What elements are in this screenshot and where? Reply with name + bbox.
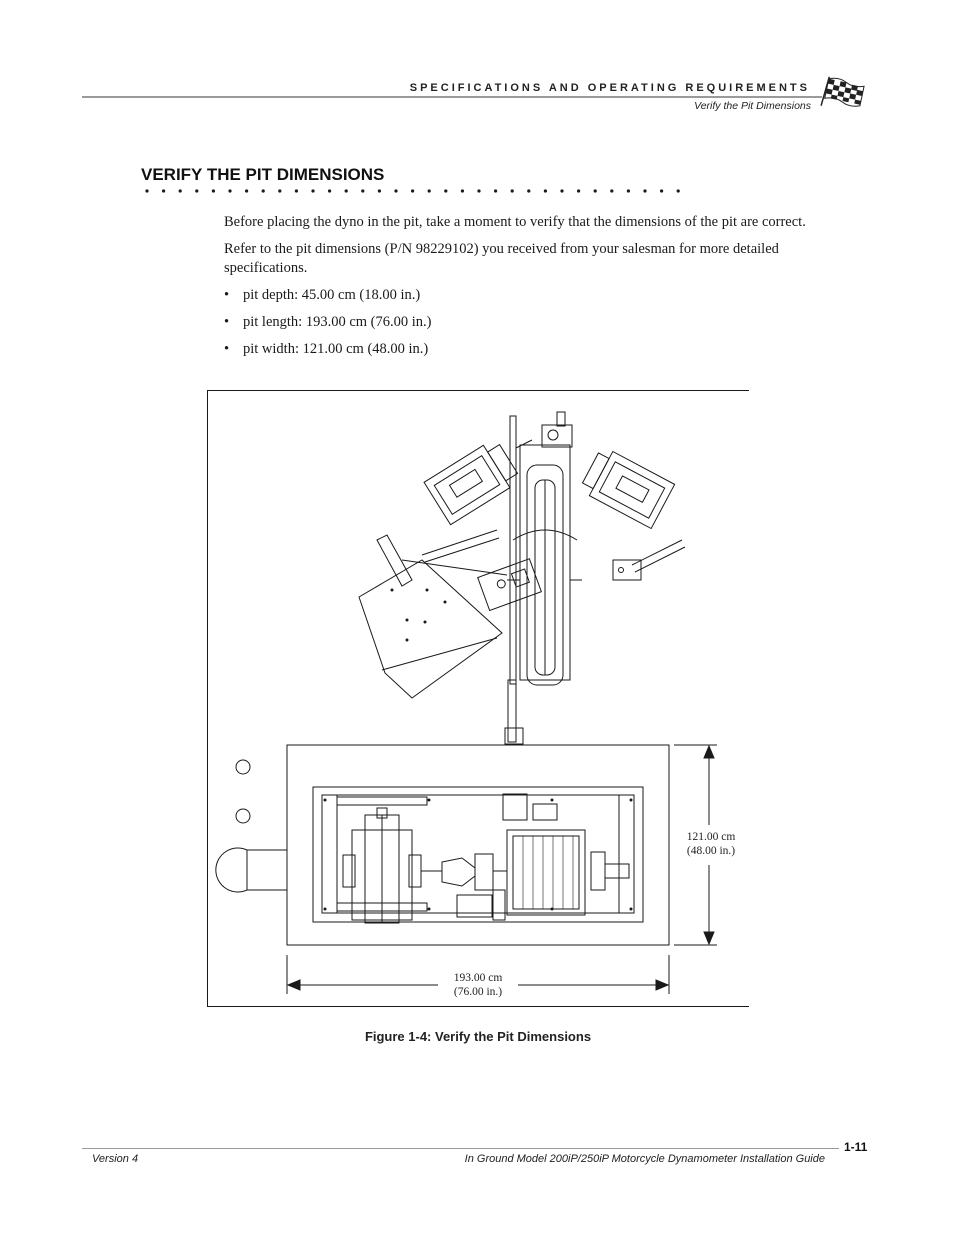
rule-dot bbox=[527, 189, 531, 193]
pit-outline bbox=[286, 744, 670, 946]
rule-dot bbox=[427, 189, 431, 193]
body-text: Before placing the dyno in the pit, take… bbox=[224, 213, 824, 367]
rule-dot bbox=[211, 189, 215, 193]
left-fan-assembly bbox=[376, 443, 519, 587]
rule-dot bbox=[643, 189, 647, 193]
list-item: •pit width: 121.00 cm (48.00 in.) bbox=[224, 341, 429, 357]
rule-dot bbox=[560, 189, 564, 193]
dotted-rule bbox=[145, 189, 680, 193]
section-title: VERIFY THE PIT DIMENSIONS bbox=[141, 165, 385, 184]
rule-dot bbox=[361, 189, 365, 193]
conduit-circle bbox=[235, 759, 251, 775]
rule-dot bbox=[543, 189, 547, 193]
running-subtitle: Verify the Pit Dimensions bbox=[694, 100, 811, 112]
right-fan-assembly bbox=[581, 450, 686, 581]
trench-pipe bbox=[215, 847, 248, 893]
rule-dot bbox=[261, 189, 265, 193]
rule-dot bbox=[195, 189, 199, 193]
footer-version: Version 4 bbox=[92, 1153, 139, 1165]
output-shaft bbox=[590, 851, 630, 891]
rule-dot bbox=[610, 189, 614, 193]
rule-dot bbox=[245, 189, 249, 193]
running-title: SPECIFICATIONS AND OPERATING REQUIREMENT… bbox=[409, 82, 810, 94]
conduit-circle bbox=[235, 808, 251, 824]
intro-paragraph: Before placing the dyno in the pit, take… bbox=[224, 214, 806, 230]
rule-dot bbox=[394, 189, 398, 193]
rule-dot bbox=[626, 189, 630, 193]
pit-dimension-list: •pit depth: 45.00 cm (18.00 in.) •pit le… bbox=[224, 286, 824, 359]
control-cabinet bbox=[358, 558, 542, 699]
footer-rule bbox=[82, 1148, 839, 1149]
rule-dot bbox=[593, 189, 597, 193]
rule-dot bbox=[510, 189, 514, 193]
reference-paragraph: Refer to the pit dimensions (P/N 9822910… bbox=[224, 241, 779, 276]
rule-dot bbox=[676, 189, 680, 193]
rule-dot bbox=[228, 189, 232, 193]
rule-dot bbox=[660, 189, 664, 193]
power-absorption-unit bbox=[456, 793, 586, 921]
rule-dot bbox=[311, 189, 315, 193]
rule-dot bbox=[162, 189, 166, 193]
dyno-frame bbox=[312, 786, 644, 923]
header-rule bbox=[82, 96, 822, 98]
mast-assembly bbox=[504, 415, 533, 745]
rule-dot bbox=[145, 189, 149, 193]
footer-guide-title: In Ground Model 200iP/250iP Motorcycle D… bbox=[464, 1153, 825, 1165]
page-number: 1-11 bbox=[844, 1140, 868, 1154]
figure-caption: Figure 1-4: Verify the Pit Dimensions bbox=[364, 1029, 592, 1044]
list-item: •pit length: 193.00 cm (76.00 in.) bbox=[224, 314, 432, 330]
rule-dot bbox=[278, 189, 282, 193]
rule-dot bbox=[377, 189, 381, 193]
pit-dimensions-figure bbox=[207, 390, 749, 1007]
rule-dot bbox=[444, 189, 448, 193]
width-dimension-label: 121.00 cm (48.00 in.) bbox=[686, 831, 736, 857]
wheel-cradle bbox=[507, 411, 582, 686]
width-dimension-line bbox=[674, 744, 717, 946]
checkered-flag-icon bbox=[820, 76, 865, 107]
rule-dot bbox=[460, 189, 464, 193]
length-dimension-label: 193.00 cm (76.00 in.) bbox=[438, 971, 518, 999]
rule-dot bbox=[477, 189, 481, 193]
rule-dot bbox=[344, 189, 348, 193]
rule-dot bbox=[178, 189, 182, 193]
roller-drum bbox=[342, 807, 442, 924]
rule-dot bbox=[577, 189, 581, 193]
rule-dot bbox=[328, 189, 332, 193]
list-item: •pit depth: 45.00 cm (18.00 in.) bbox=[224, 287, 421, 303]
rule-dot bbox=[411, 189, 415, 193]
coupling bbox=[441, 853, 507, 891]
rule-dot bbox=[294, 189, 298, 193]
rule-dot bbox=[494, 189, 498, 193]
